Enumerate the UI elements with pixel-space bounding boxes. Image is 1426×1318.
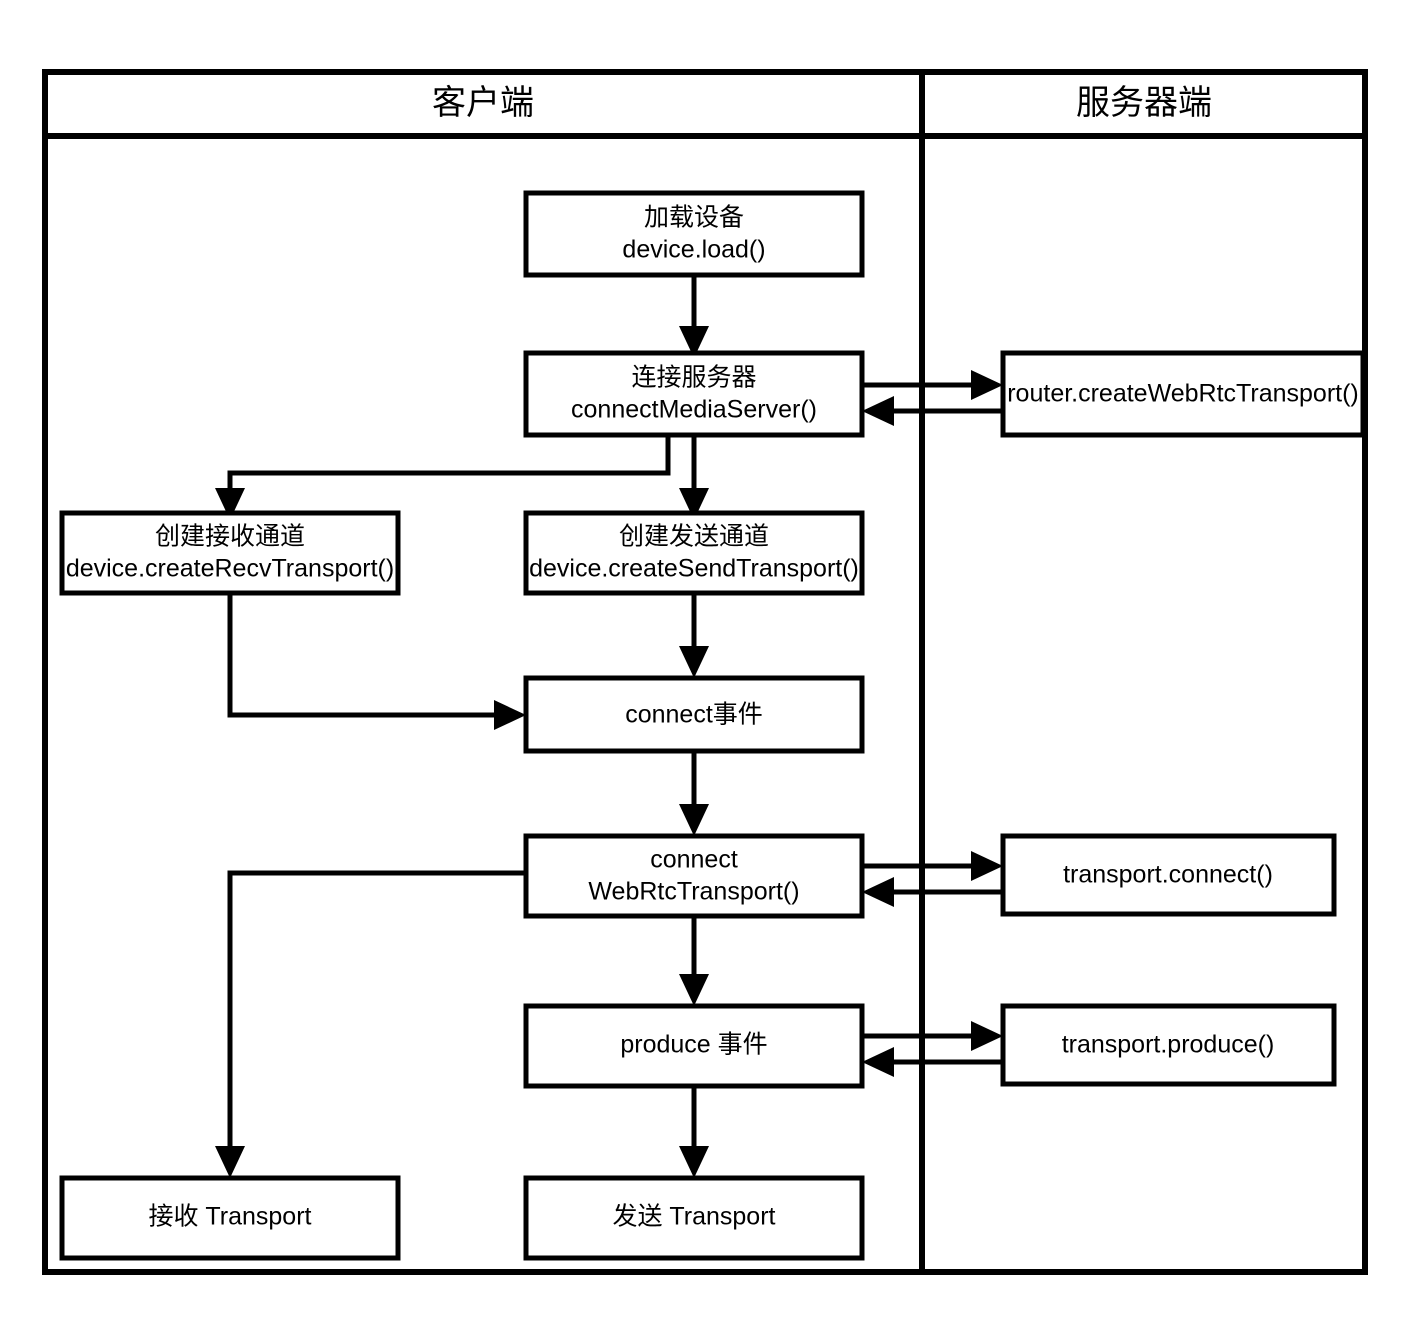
edge-connect-media-server-to-create-send-transport xyxy=(679,435,709,520)
node-connect-media-server-line2: connectMediaServer() xyxy=(571,396,817,424)
edge-connect-event-to-connect-webrtc-transport xyxy=(679,751,709,836)
swimlane-frame xyxy=(42,69,1368,1275)
node-transport-produce[interactable]: transport.produce() xyxy=(1000,1003,1337,1087)
node-create-recv-transport-box[interactable] xyxy=(59,510,401,596)
outer-frame xyxy=(42,69,1368,1275)
node-router-create-webrtc-transport-label: router.createWebRtcTransport() xyxy=(1007,380,1359,408)
node-load-device-line1: 加载设备 xyxy=(644,204,744,232)
node-transport-produce-box[interactable] xyxy=(1000,1003,1337,1087)
node-connect-webrtc-transport-line2: WebRtcTransport() xyxy=(588,878,799,906)
node-create-send-transport[interactable]: 创建发送通道 device.createSendTransport() xyxy=(523,510,865,596)
lane-title-server: 服务器端 xyxy=(1076,84,1212,122)
node-recv-transport[interactable]: 接收 Transport xyxy=(59,1175,401,1261)
node-create-recv-transport-line2: device.createRecvTransport() xyxy=(66,555,394,583)
edges-layer xyxy=(215,275,1003,1178)
node-connect-webrtc-transport-box[interactable] xyxy=(523,833,865,919)
node-router-create-webrtc-transport[interactable]: router.createWebRtcTransport() xyxy=(1000,350,1366,438)
edge-connect-webrtc-transport-to-produce-event xyxy=(679,916,709,1006)
node-create-send-transport-line2: device.createSendTransport() xyxy=(529,555,859,583)
node-load-device[interactable]: 加载设备 device.load() xyxy=(523,190,865,278)
node-transport-connect-box[interactable] xyxy=(1000,833,1337,917)
node-send-transport-box[interactable] xyxy=(523,1175,865,1261)
node-recv-transport-box[interactable] xyxy=(59,1175,401,1261)
node-load-device-box[interactable] xyxy=(523,190,865,278)
node-send-transport-label: 发送 Transport xyxy=(612,1203,775,1231)
node-connect-media-server-box[interactable] xyxy=(523,350,865,438)
node-connect-webrtc-transport-line1: connect xyxy=(650,846,738,874)
node-connect-media-server[interactable]: 连接服务器 connectMediaServer() xyxy=(523,350,865,438)
nodes-layer: 加载设备 device.load() 连接服务器 connectMediaSer… xyxy=(59,190,1366,1261)
edge-produce-event-to-transport-produce-request xyxy=(862,1021,1003,1051)
edge-create-send-transport-to-connect-event xyxy=(679,593,709,678)
edge-connect-media-server-to-router-request xyxy=(862,370,1003,400)
node-create-recv-transport-line1: 创建接收通道 xyxy=(155,523,305,551)
node-connect-webrtc-transport[interactable]: connect WebRtcTransport() xyxy=(523,833,865,919)
edge-router-to-connect-media-server-response xyxy=(862,396,1003,426)
node-produce-event[interactable]: produce 事件 xyxy=(523,1003,865,1089)
node-transport-connect-label: transport.connect() xyxy=(1063,861,1273,889)
edge-connect-media-server-to-create-recv-transport xyxy=(215,435,671,520)
node-connect-event[interactable]: connect事件 xyxy=(523,675,865,754)
edge-transport-connect-to-connect-webrtc-transport-response xyxy=(862,877,1003,907)
node-send-transport[interactable]: 发送 Transport xyxy=(523,1175,865,1261)
lane-header-client: 客户端 xyxy=(432,84,534,122)
edge-produce-event-to-send-transport xyxy=(679,1086,709,1178)
node-create-recv-transport[interactable]: 创建接收通道 device.createRecvTransport() xyxy=(59,510,401,596)
lane-header-server: 服务器端 xyxy=(1076,84,1212,122)
node-router-create-webrtc-transport-box[interactable] xyxy=(1000,350,1366,438)
edge-transport-produce-to-produce-event-response xyxy=(862,1047,1003,1077)
node-transport-connect[interactable]: transport.connect() xyxy=(1000,833,1337,917)
edge-connect-webrtc-transport-to-recv-transport xyxy=(215,870,526,1178)
node-connect-event-label: connect事件 xyxy=(625,701,763,729)
edge-create-recv-transport-to-connect-event xyxy=(227,593,526,730)
node-connect-event-box[interactable] xyxy=(523,675,865,754)
node-transport-produce-label: transport.produce() xyxy=(1062,1031,1275,1059)
node-load-device-line2: device.load() xyxy=(622,236,765,264)
node-produce-event-box[interactable] xyxy=(523,1003,865,1089)
lane-title-client: 客户端 xyxy=(432,84,534,122)
node-create-send-transport-line1: 创建发送通道 xyxy=(619,523,769,551)
node-produce-event-label: produce 事件 xyxy=(620,1031,767,1059)
node-create-send-transport-box[interactable] xyxy=(523,510,865,596)
node-connect-media-server-line1: 连接服务器 xyxy=(631,364,756,392)
edge-load-device-to-connect-media-server xyxy=(679,275,709,358)
edge-connect-webrtc-transport-to-transport-connect-request xyxy=(862,851,1003,881)
node-recv-transport-label: 接收 Transport xyxy=(148,1203,311,1231)
